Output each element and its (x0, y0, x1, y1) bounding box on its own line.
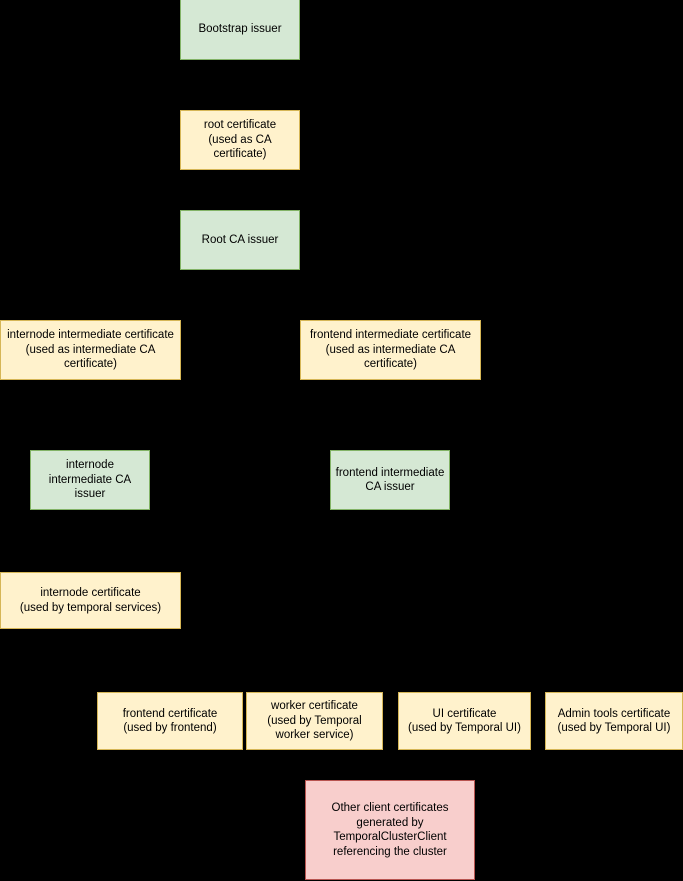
node-ui-certificate[interactable]: UI certificate (used by Temporal UI) (398, 692, 531, 750)
node-internode-intermediate-ca-issuer[interactable]: internode intermediate CA issuer (30, 450, 150, 510)
node-internode-certificate[interactable]: internode certificate (used by temporal … (0, 572, 181, 629)
node-other-client-certificates[interactable]: Other client certificates generated by T… (305, 780, 475, 880)
node-frontend-certificate[interactable]: frontend certificate (used by frontend) (97, 692, 243, 750)
edge-frontend-issuer-down (390, 510, 391, 670)
node-worker-certificate[interactable]: worker certificate (used by Temporal wor… (246, 692, 383, 750)
edge-root-ca-issuer-down (240, 270, 241, 292)
node-root-certificate[interactable]: root certificate (used as CA certificate… (180, 110, 300, 170)
edge-internode-issuer-to-internode-certificate (90, 510, 91, 572)
edge-frontend-cert-to-issuer (390, 380, 391, 450)
edge-to-frontend-intermediate-cert (390, 292, 391, 320)
node-bootstrap-issuer[interactable]: Bootstrap issuer (180, 0, 300, 60)
edge-to-ui-certificate (464, 670, 465, 692)
edge-bootstrap-to-root-cert (240, 60, 241, 110)
edge-to-admin-tools-certificate (614, 670, 615, 692)
edge-to-internode-intermediate-cert (90, 292, 91, 320)
edge-root-cert-to-root-ca-issuer (240, 170, 241, 210)
edge-frontend-issuer-fanout (170, 670, 614, 671)
node-frontend-intermediate-ca-issuer[interactable]: frontend intermediate CA issuer (330, 450, 450, 510)
node-admin-tools-certificate[interactable]: Admin tools certificate (used by Tempora… (545, 692, 683, 750)
edge-internode-cert-to-issuer (90, 380, 91, 450)
edge-to-frontend-certificate (170, 670, 171, 692)
edge-to-worker-certificate (314, 670, 315, 692)
node-frontend-intermediate-certificate[interactable]: frontend intermediate certificate (used … (300, 320, 481, 380)
edge-root-ca-issuer-split (90, 292, 390, 293)
edge-to-other-client-certificates (390, 750, 391, 780)
node-root-ca-issuer[interactable]: Root CA issuer (180, 210, 300, 270)
node-internode-intermediate-certificate[interactable]: internode intermediate certificate (used… (0, 320, 181, 380)
